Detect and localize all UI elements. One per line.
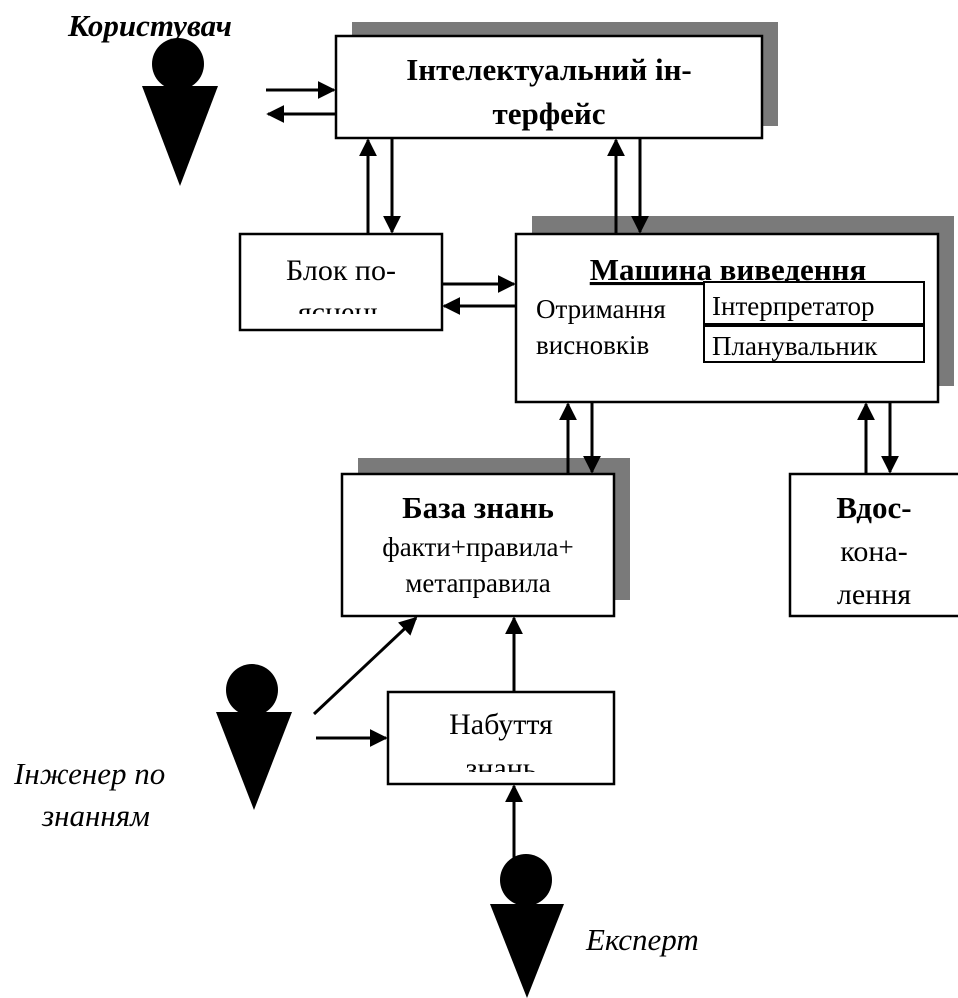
knowledge-base-title: База знань — [402, 490, 554, 525]
user-figure-icon — [142, 38, 218, 186]
knowledge-base-block: База знань факти+правила+ метаправила — [340, 458, 630, 618]
inference-label-line1: Отримання — [536, 294, 666, 324]
interface-title-line2: терфейс — [492, 96, 605, 131]
acquisition-line1: Набуття — [449, 708, 553, 741]
interface-block: Інтелектуальний ін- терфейс — [334, 22, 778, 140]
engineer-figure-icon — [216, 664, 292, 810]
explanation-block: Блок по- яснень — [238, 232, 444, 332]
improvement-line2: кона- — [840, 535, 907, 568]
expert-figure-icon — [490, 854, 564, 998]
acquisition-block: Набуття знань — [386, 690, 616, 786]
expert-label: Експерт — [585, 922, 699, 957]
improvement-line3: лення — [837, 578, 911, 611]
engineer-label-line2: знанням — [41, 798, 150, 833]
improvement-block: Вдос- кона- лення — [788, 472, 958, 618]
inference-engine-block: Машина виведення Отримання висновків Інт… — [514, 216, 954, 404]
user-label: Користувач — [67, 8, 232, 43]
explanation-line2: яснень — [298, 296, 384, 329]
inference-label-line2: висновків — [536, 330, 649, 360]
improvement-line1: Вдос- — [836, 490, 911, 525]
engineer-label-line1: Інженер по — [13, 756, 165, 791]
arrows — [266, 81, 899, 858]
interface-title-line1: Інтелектуальний ін- — [406, 52, 692, 87]
planner-label: Планувальник — [712, 331, 878, 361]
interpreter-label: Інтерпретатор — [712, 291, 875, 321]
acquisition-line2: знань — [466, 752, 537, 785]
explanation-line1: Блок по- — [286, 254, 396, 287]
arrow-engineer-to-kb — [312, 616, 418, 716]
knowledge-base-line1: факти+правила+ — [382, 532, 574, 562]
knowledge-base-line2: метаправила — [405, 568, 550, 598]
